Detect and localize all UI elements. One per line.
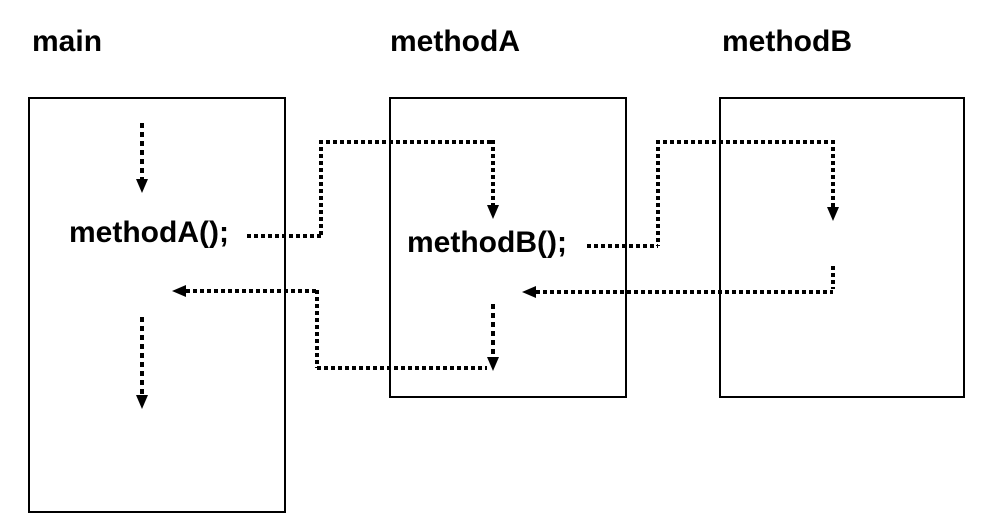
methodB-box [719,97,965,398]
return-methodA-segment-lower [317,366,487,370]
main-exec-arrow-bottom-head [136,395,148,409]
return-methodA-segment-up [315,290,319,368]
return-methodA-arrowhead [172,285,186,297]
main-label: main [32,25,103,58]
call-methodA-segment-out [247,234,321,238]
call-methodB-segment-up [656,140,660,246]
methodA-label: methodA [390,25,520,58]
call-methodA-segment-down [491,140,495,206]
main-box [28,97,286,513]
call-methodA-arrowhead [487,205,499,219]
call-methodA-segment-over [319,140,493,144]
return-methodB-arrowhead [522,286,536,298]
main-call-statement: methodA(); [69,216,229,249]
methodA-exec-arrow-line [491,304,495,358]
call-methodB-segment-down [831,140,835,208]
main-exec-arrow-top-line [140,123,144,180]
call-methodA-segment-up [319,140,323,236]
call-methodB-arrowhead [827,207,839,221]
main-exec-arrow-bottom-line [140,317,144,396]
return-methodB-segment-down [831,266,835,289]
return-methodA-segment-back [186,289,317,293]
main-exec-arrow-top-head [136,179,148,193]
methodB-label: methodB [722,25,852,58]
return-methodB-segment-back [536,290,833,294]
methodA-call-statement: methodB(); [407,226,567,259]
methodA-exec-arrow-head [487,357,499,371]
call-methodB-segment-out [587,244,658,248]
call-methodB-segment-over [656,140,833,144]
